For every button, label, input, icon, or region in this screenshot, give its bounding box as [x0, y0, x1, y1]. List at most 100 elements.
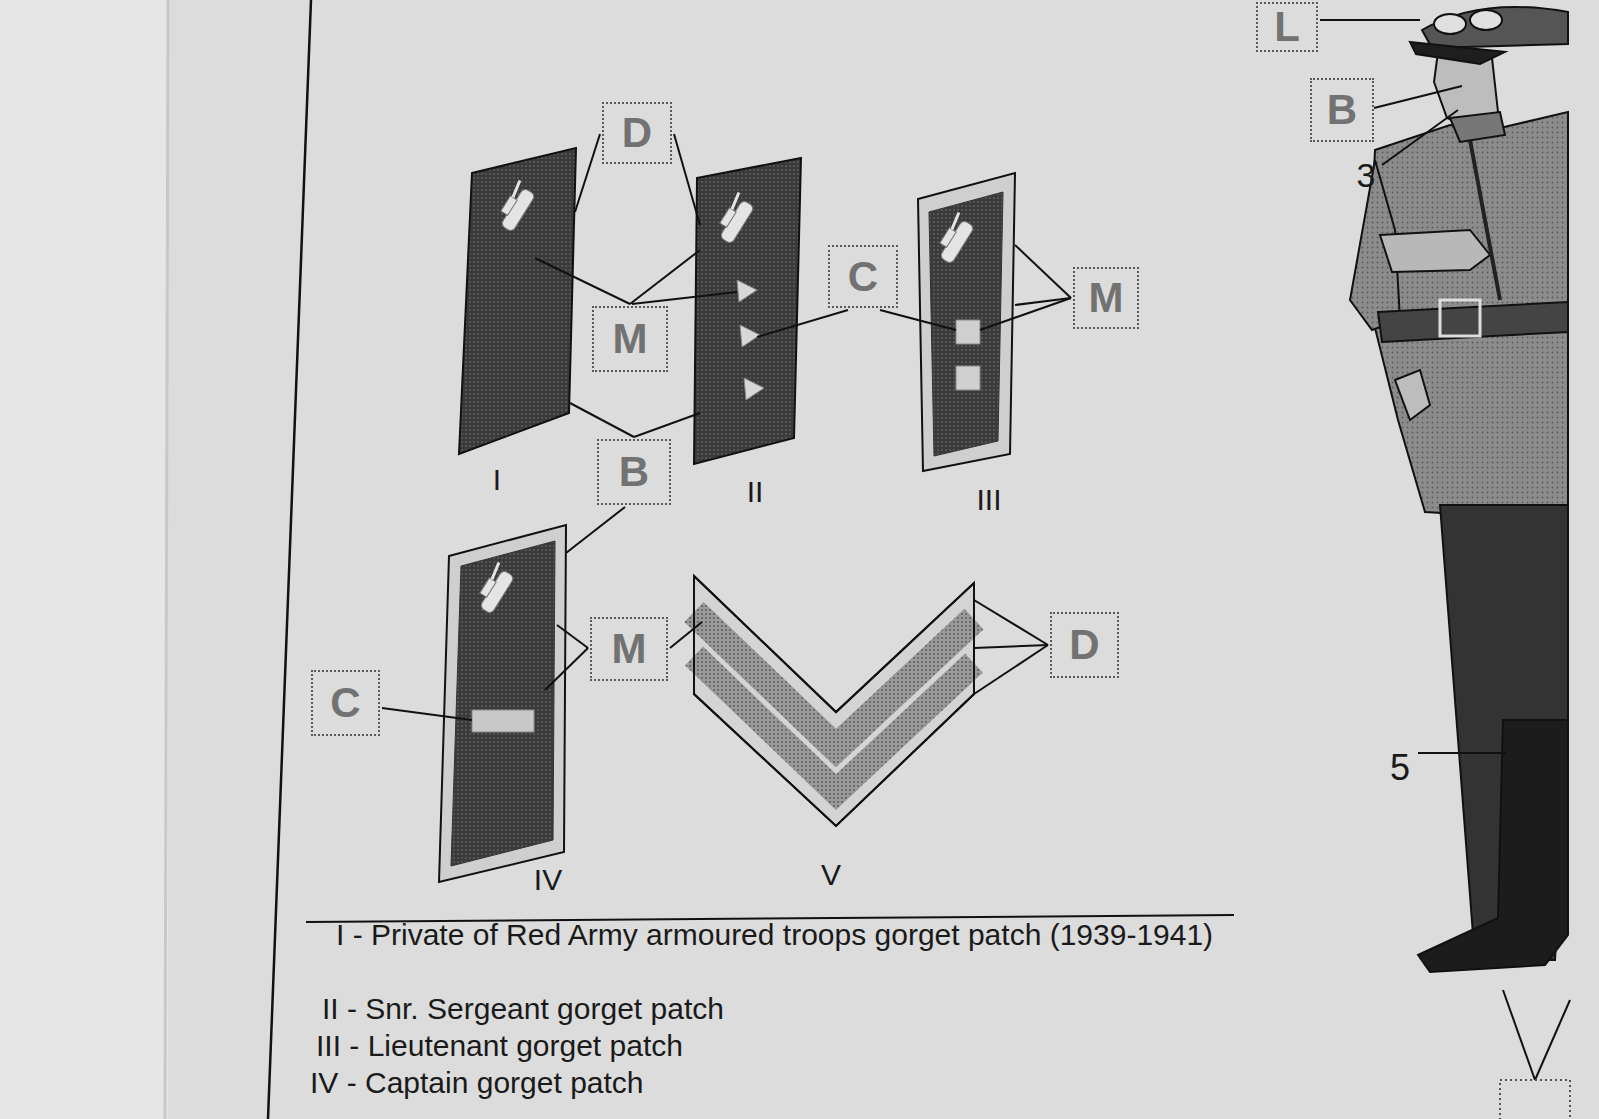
leader-line	[557, 625, 588, 648]
callout-letter: M	[1089, 277, 1124, 319]
leader-line	[545, 648, 588, 690]
tank-emblem	[719, 200, 754, 245]
callout-box: D	[1050, 612, 1119, 678]
callout-box: M	[1073, 267, 1139, 329]
soldier-figure	[1503, 990, 1535, 1080]
leader-line	[575, 134, 600, 212]
soldier-figure	[1368, 112, 1568, 520]
chevron-V	[694, 576, 974, 826]
tank-emblem	[933, 213, 976, 265]
leader-line	[1320, 19, 1420, 21]
callout-letter: C	[848, 256, 878, 298]
tank-emblem	[479, 570, 514, 615]
caption-line: I - Private of Red Army armoured troops …	[336, 916, 1254, 953]
leader-line	[974, 645, 1048, 694]
leader-line	[1015, 245, 1071, 298]
soldier-figure	[1418, 720, 1568, 972]
chevron-V	[694, 576, 974, 826]
tank-emblem	[494, 181, 537, 233]
soldier-figure	[1500, 1080, 1570, 1119]
patch-III	[929, 192, 1003, 456]
leader-line	[880, 310, 956, 330]
soldier-figure	[1535, 1000, 1570, 1080]
patch-II	[737, 280, 757, 302]
soldier-figure	[1410, 42, 1505, 64]
callout-letter: M	[613, 318, 648, 360]
callout-box: B	[597, 439, 671, 505]
tank-emblem	[500, 188, 535, 233]
leader-line	[1382, 110, 1458, 165]
callout-letter: D	[622, 112, 652, 154]
leader-line	[632, 292, 737, 304]
tank-emblem	[940, 228, 956, 248]
patch-I	[459, 148, 576, 454]
callout-box: L	[1256, 2, 1318, 52]
leader-line	[382, 708, 472, 720]
patch-II	[694, 158, 801, 464]
patch-IV	[472, 710, 534, 732]
soldier-figure	[1422, 7, 1568, 48]
tank-emblem	[713, 193, 756, 245]
patch-IV	[439, 525, 566, 882]
leader-line	[674, 134, 700, 225]
tank-emblem	[480, 578, 496, 598]
soldier-figure	[1395, 370, 1430, 420]
leader-line	[1374, 86, 1462, 108]
callout-number: II	[747, 475, 764, 509]
tank-emblem	[729, 193, 741, 210]
leader-line	[630, 250, 700, 304]
tank-emblem	[510, 181, 522, 198]
tank-emblem	[473, 563, 516, 615]
leader-line	[1418, 752, 1506, 754]
leader-line	[980, 298, 1071, 330]
callout-number: IV	[534, 863, 562, 897]
patch-II	[694, 158, 801, 464]
callout-number: III	[976, 483, 1001, 517]
caption-line: II - Snr. Sergeant gorget patch	[322, 990, 1260, 1027]
callout-box: D	[602, 102, 672, 164]
tank-emblem	[720, 208, 736, 228]
callout-box: B	[1310, 78, 1374, 142]
patch-IV	[451, 541, 555, 866]
callout-letter: C	[330, 682, 360, 724]
leader-line	[974, 645, 1048, 648]
caption-line: III - Lieutenant gorget patch	[316, 1027, 1254, 1064]
soldier-figure	[1380, 230, 1490, 272]
leader-line	[570, 403, 634, 437]
patch-IV	[439, 525, 566, 882]
page-margin	[0, 0, 168, 1119]
leader-line	[382, 20, 1506, 753]
soldier-figure	[1470, 10, 1502, 30]
callout-number: V	[821, 858, 841, 892]
callout-number: I	[493, 463, 501, 497]
leader-line	[535, 258, 630, 304]
page-margin	[268, 0, 311, 1119]
caption-line: IV - Captain gorget patch	[310, 1064, 1248, 1101]
chevron-V	[694, 656, 974, 792]
leader-line	[757, 310, 848, 337]
soldier-figure	[1440, 300, 1480, 336]
tank-emblem	[939, 220, 974, 265]
leader-line	[974, 600, 1048, 645]
soldier-figure	[1450, 112, 1505, 142]
callout-letter: B	[1327, 89, 1357, 131]
callout-box: C	[311, 670, 380, 736]
callout-number: 3	[1357, 156, 1376, 195]
tank-emblem	[501, 196, 517, 216]
patch-III	[956, 320, 980, 344]
callout-letter: L	[1274, 6, 1300, 48]
soldier-figure	[1434, 14, 1466, 34]
soldier-figure	[1350, 7, 1570, 1119]
tank-emblem	[949, 213, 961, 230]
tank-emblem	[489, 563, 501, 580]
callout-box: M	[592, 306, 668, 372]
patch-III	[956, 366, 980, 390]
leader-line	[566, 507, 625, 553]
callout-box: M	[590, 617, 668, 681]
callout-number: 5	[1390, 747, 1410, 789]
callout-letter: D	[1069, 624, 1099, 666]
callout-box: C	[828, 245, 898, 308]
callout-letter: B	[619, 451, 649, 493]
chevron-V	[694, 576, 974, 826]
